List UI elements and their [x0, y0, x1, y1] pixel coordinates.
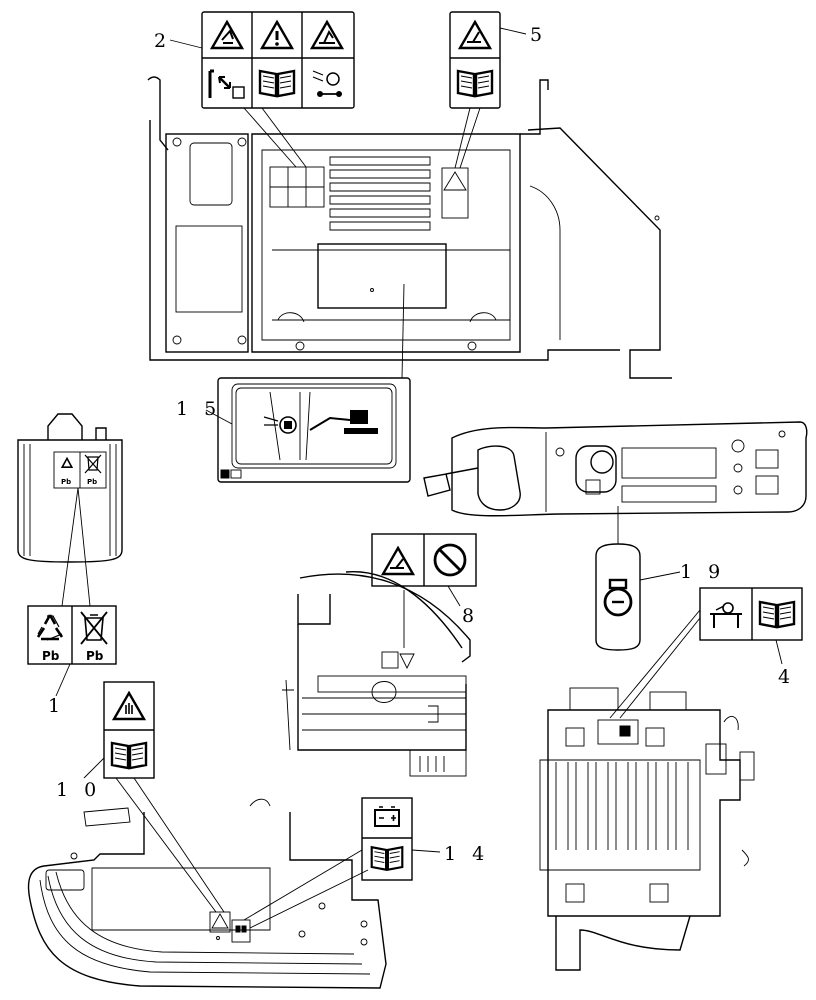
- leader-2-to-panel: [243, 107, 297, 168]
- leader-5-to-panel: [454, 107, 471, 169]
- lock-key-icon: [312, 70, 342, 97]
- leader-4-to-valve-b: [619, 617, 701, 719]
- decal-14: [361, 797, 413, 881]
- control-valve-drawing: [539, 687, 755, 971]
- crush-warning-triangle-icon: [210, 20, 244, 50]
- crossed-bin-icon: [80, 611, 108, 645]
- callout-1: 1: [48, 695, 65, 717]
- callout-14: 1 4: [444, 843, 489, 865]
- cab-panel-drawing: [147, 76, 672, 379]
- pb-label-right: Pb: [86, 649, 104, 663]
- callout-15: 1 5: [176, 398, 221, 420]
- leader-1-to-battery-b: [77, 487, 91, 607]
- distance-arrow-icon: [208, 69, 245, 99]
- leader-14-to-plate: [243, 849, 363, 921]
- pb-label-left: Pb: [42, 649, 60, 663]
- table-reference-icon: [710, 602, 742, 628]
- leader-4-to-valve: [609, 609, 701, 719]
- ignition-key-icon: [603, 578, 633, 617]
- control-lever-icon: [263, 416, 297, 434]
- battery-pb-right: Pb: [87, 478, 97, 486]
- battery-crossed-bin-icon: [84, 454, 102, 474]
- exclamation-warning-triangle-icon: [260, 20, 294, 50]
- open-book-icon: [110, 741, 148, 770]
- warning-triangle-icon: [381, 546, 415, 576]
- leader-15: [205, 409, 233, 425]
- decal-2: [201, 11, 355, 109]
- floor-plate-drawing: [27, 798, 387, 989]
- decal-5: [449, 11, 501, 109]
- leader-8: [447, 585, 461, 607]
- leader-1-to-battery: [61, 487, 79, 607]
- leader-15-to-panel: [401, 283, 405, 379]
- leader-14-to-plate-b: [249, 869, 369, 929]
- leader-4: [775, 639, 783, 665]
- leader-2-to-panel-b: [261, 107, 307, 168]
- leader-1: [55, 663, 71, 697]
- callout-19: 1 9: [680, 561, 725, 583]
- decal-15: [217, 377, 411, 483]
- callout-5: 5: [530, 24, 547, 46]
- open-book-icon: [758, 600, 796, 629]
- operator-warning-triangle-icon: [310, 20, 344, 50]
- leader-19: [639, 571, 681, 581]
- recycle-icon: [36, 614, 64, 641]
- engine-hood-drawing: [282, 571, 471, 777]
- joystick-console-drawing: [423, 421, 808, 517]
- battery-icon: [374, 806, 400, 827]
- leader-10-to-plate: [115, 777, 217, 913]
- no-access-icon: [433, 543, 467, 577]
- battery-drawing: Pb Pb: [17, 413, 123, 563]
- decal-19: [595, 543, 641, 651]
- leader-5-to-panel-b: [459, 107, 481, 169]
- leader-10: [83, 757, 105, 779]
- callout-10: 1 0: [56, 779, 101, 801]
- excavator-icon: [309, 410, 378, 434]
- open-book-icon: [258, 69, 296, 98]
- callout-4: 4: [778, 666, 795, 688]
- battery-recycle-icon: [60, 456, 74, 469]
- open-book-icon: [370, 846, 404, 871]
- decal-1: Pb Pb: [27, 605, 117, 665]
- callout-2: 2: [154, 30, 171, 52]
- callout-8: 8: [462, 605, 479, 627]
- leader-5: [499, 27, 527, 35]
- open-book-icon: [456, 69, 494, 98]
- decal-8: [371, 533, 477, 587]
- leader-14: [411, 849, 441, 853]
- decal-10: [103, 681, 155, 779]
- battery-pb-left: Pb: [61, 478, 71, 486]
- leader-2: [169, 39, 203, 49]
- decal-4: [699, 587, 803, 641]
- leader-10-to-plate-b: [133, 777, 225, 913]
- hand-warning-triangle-icon: [112, 691, 146, 721]
- warning-triangle-icon: [458, 20, 492, 50]
